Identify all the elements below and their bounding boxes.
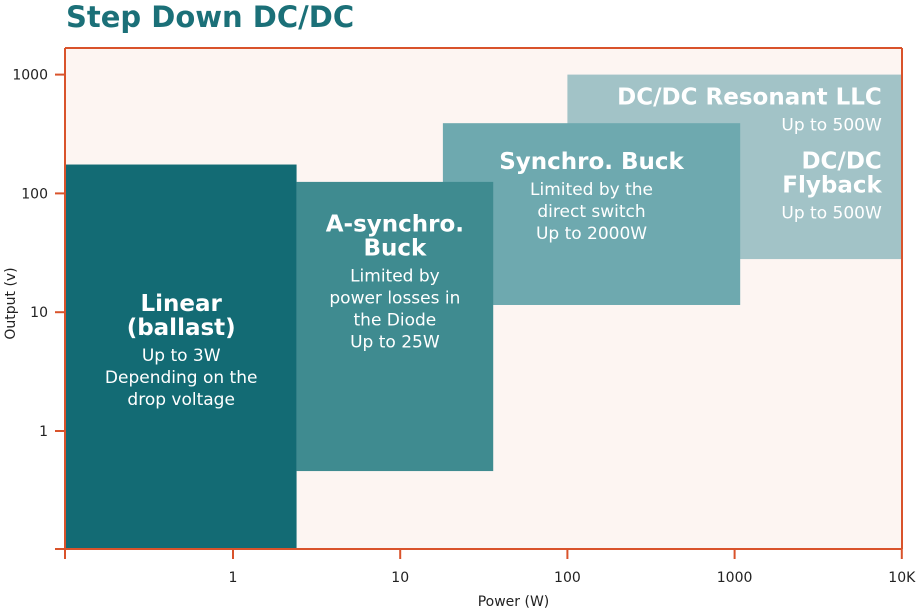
y-tick-label: 1000 (12, 68, 48, 84)
region-linear-ballast (65, 164, 297, 549)
y-axis-label: Output (v) (3, 267, 19, 339)
region-text: Up to 2000W (536, 224, 647, 244)
y-tick-label: 1 (39, 424, 48, 440)
region-a-synchro-buck (296, 181, 494, 472)
x-tick-label: 1 (229, 570, 238, 586)
region-text: Up to 3W (142, 346, 221, 366)
region-text: Up to 500W (781, 204, 882, 224)
region-text: Up to 500W (781, 116, 882, 136)
x-tick-label: 10K (888, 570, 916, 586)
x-tick-label: 10 (391, 570, 409, 586)
y-tick-label: 10 (30, 305, 48, 321)
y-tick-label: 100 (21, 186, 48, 202)
region-title: DC/DC (801, 149, 881, 175)
region-title: (ballast) (127, 315, 236, 341)
region-title: Flyback (782, 173, 882, 199)
x-tick-label: 100 (554, 570, 581, 586)
region-text: direct switch (537, 202, 645, 222)
region-text: Up to 25W (350, 332, 440, 352)
region-title: Buck (363, 235, 427, 261)
region-text: Depending on the (105, 368, 258, 388)
region-title: Synchro. Buck (499, 149, 684, 175)
x-tick-label: 1000 (717, 570, 753, 586)
region-text: the Diode (354, 310, 437, 330)
page-title: Step Down DC/DC (66, 0, 355, 34)
region-title: DC/DC Resonant LLC (617, 85, 882, 111)
region-title: Linear (140, 291, 222, 317)
region-title: A-synchro. (326, 211, 464, 237)
region-text: power losses in (329, 288, 460, 308)
x-axis-label: Power (W) (478, 594, 550, 609)
region-text: drop voltage (127, 390, 235, 410)
region-text: Limited by (350, 266, 440, 286)
region-text: Limited by the (530, 180, 653, 200)
